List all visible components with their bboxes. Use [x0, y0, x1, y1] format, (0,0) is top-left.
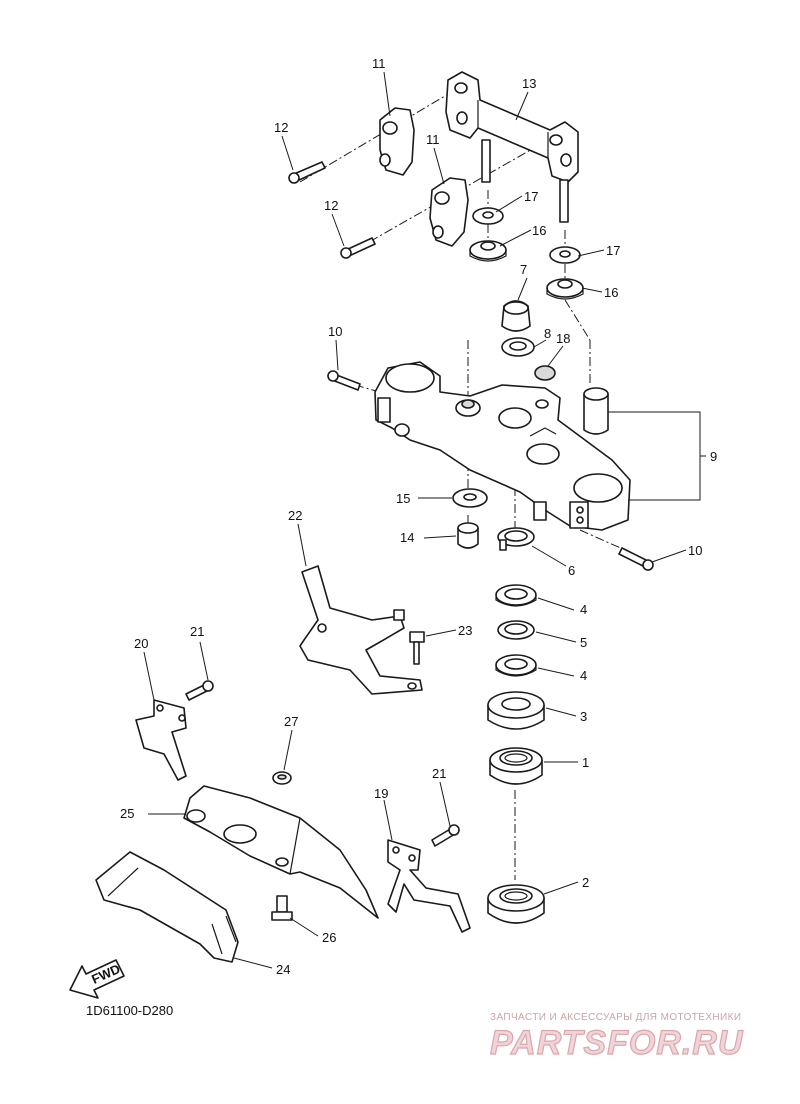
callout-numbers: 11 12 13 11 12 17 16 17 16 7 8 18 10 9 1… — [120, 56, 717, 977]
callout-20: 20 — [134, 636, 148, 651]
handlebar-clamp-lower — [429, 177, 469, 247]
callout-23: 23 — [458, 623, 472, 638]
callout-17: 17 — [524, 189, 538, 204]
watermark-caption: ЗАПЧАСТИ И АКСЕССУАРЫ ДЛЯ МОТОТЕХНИКИ — [490, 1012, 742, 1023]
callout-14: 14 — [400, 530, 414, 545]
ring-nut-4-upper — [495, 584, 537, 607]
callout-26: 26 — [322, 930, 336, 945]
damper-16-left — [469, 240, 507, 262]
callout-12: 12 — [324, 198, 338, 213]
callout-15: 15 — [396, 491, 410, 506]
callout-4: 4 — [580, 602, 587, 617]
callout-18: 18 — [556, 331, 570, 346]
callout-10: 10 — [328, 324, 342, 339]
callout-17: 17 — [606, 243, 620, 258]
washer-5 — [497, 620, 535, 640]
bearing-1 — [489, 747, 543, 785]
callout-1: 1 — [582, 755, 589, 770]
stay-20 — [135, 699, 187, 781]
callout-25: 25 — [120, 806, 134, 821]
diagram-code: 1D61100-D280 — [86, 1003, 174, 1018]
grommet-27 — [272, 771, 292, 785]
callout-11: 11 — [426, 132, 440, 147]
bolt-23 — [409, 631, 425, 665]
washer-8 — [501, 337, 535, 357]
callout-2: 2 — [582, 875, 589, 890]
callout-19: 19 — [374, 786, 388, 801]
cover-plate-25 — [183, 785, 379, 919]
callout-4: 4 — [580, 668, 587, 683]
bolt-26 — [271, 895, 293, 921]
washer-15 — [452, 488, 488, 508]
bolt-12-lower — [340, 237, 376, 259]
callout-3: 3 — [580, 709, 587, 724]
callout-6: 6 — [568, 563, 575, 578]
bolt-21-right — [431, 824, 460, 847]
lock-washer-6 — [497, 527, 535, 551]
ring-nut-4-lower — [495, 654, 537, 677]
washer-17-right — [549, 246, 581, 264]
callout-24: 24 — [276, 962, 290, 977]
fwd-arrow-icon: FWD — [69, 959, 125, 999]
bolt-21-left — [185, 680, 214, 701]
watermark-logo: PARTSFOR.RU — [490, 1024, 744, 1060]
bolt-10-right — [618, 547, 654, 571]
callout-11: 11 — [372, 56, 386, 71]
callout-9: 9 — [710, 449, 717, 464]
callout-16: 16 — [532, 223, 546, 238]
callout-7: 7 — [520, 262, 527, 277]
callout-12: 12 — [274, 120, 288, 135]
bearing-2 — [487, 884, 545, 924]
plug-18 — [534, 365, 556, 381]
callout-16: 16 — [604, 285, 618, 300]
bolt-12-upper — [288, 161, 326, 184]
handlebar-holder — [445, 71, 579, 223]
nut-14 — [457, 522, 479, 549]
callout-22: 22 — [288, 508, 302, 523]
bolt-10-left — [327, 370, 361, 391]
damper-16-right — [546, 278, 584, 300]
callout-8: 8 — [544, 326, 551, 341]
callout-21: 21 — [190, 624, 204, 639]
callout-13: 13 — [522, 76, 536, 91]
leader-lines — [143, 71, 706, 969]
bracket-22 — [299, 565, 423, 695]
cap-nut-7 — [501, 300, 531, 332]
callout-27: 27 — [284, 714, 298, 729]
seal-3 — [487, 691, 545, 730]
handlebar-clamp-upper — [379, 107, 415, 176]
callout-21: 21 — [432, 766, 446, 781]
callout-10: 10 — [688, 543, 702, 558]
washer-17-left — [472, 207, 504, 225]
collar-9 — [583, 387, 609, 435]
cover-24 — [95, 851, 239, 963]
upper-bracket — [374, 361, 631, 531]
watermark-logo-text: PARTSFOR.RU — [490, 1024, 744, 1060]
callout-5: 5 — [580, 635, 587, 650]
stay-19 — [387, 839, 471, 933]
